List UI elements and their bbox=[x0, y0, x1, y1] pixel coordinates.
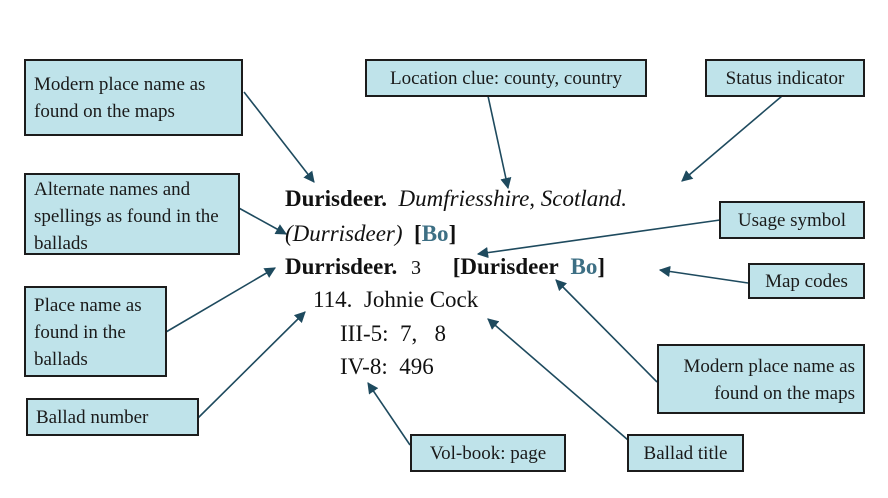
arrow-status-indicator bbox=[681, 95, 783, 182]
arrow-vol-book-page bbox=[367, 382, 411, 446]
arrow-ballad-number bbox=[197, 311, 306, 419]
arrow-location-clue bbox=[487, 95, 512, 190]
callout-ballad-title: Ballad title bbox=[627, 434, 744, 472]
entry-line-3: Durrisdeer. 3 [Durisdeer Bo] bbox=[285, 254, 605, 280]
modern-bracket-open: [ bbox=[452, 254, 461, 279]
modern-place-name: Durisdeer bbox=[460, 254, 559, 279]
callout-usage-symbol: Usage symbol bbox=[719, 201, 865, 239]
callout-ballad-number: Ballad number bbox=[26, 398, 199, 436]
arrow-modern-name-top bbox=[243, 91, 315, 183]
vol-book: III-5: bbox=[340, 321, 389, 346]
callout-location-clue: Location clue: county, country bbox=[365, 59, 647, 97]
callout-modern-name-top: Modern place name as found on the maps bbox=[24, 59, 243, 136]
vol-book: IV-8: bbox=[340, 354, 388, 379]
callout-alternate-names: Alternate names and spellings as found i… bbox=[24, 173, 240, 255]
ballad-title: Johnie Cock bbox=[363, 287, 479, 312]
arrow-place-name-ballads bbox=[165, 267, 276, 333]
ballad-number: 114. bbox=[313, 287, 353, 312]
callout-modern-name-bottom: Modern place name as found on the maps bbox=[657, 344, 865, 414]
headword: Durisdeer. bbox=[285, 186, 388, 211]
location-clue: Dumfriesshire, Scotland. bbox=[398, 186, 628, 211]
callout-place-name-ballads: Place name as found in the ballads bbox=[24, 286, 167, 377]
map-code-2: Bo bbox=[570, 254, 598, 279]
callout-vol-book-page: Vol-book: page bbox=[410, 434, 566, 472]
arrow-usage-symbol bbox=[476, 219, 721, 259]
arrow-ballad-title bbox=[487, 318, 629, 441]
pages: 7, 8 bbox=[400, 321, 447, 346]
callout-map-codes: Map codes bbox=[748, 263, 865, 299]
entry-line-2: (Durrisdeer) [Bo] bbox=[285, 221, 456, 247]
arrow-map-codes bbox=[658, 265, 749, 284]
usage-symbol: 3 bbox=[410, 257, 421, 279]
modern-bracket-close: ] bbox=[597, 254, 606, 279]
entry-ref-2: IV-8: 496 bbox=[340, 354, 434, 380]
ballad-place-name: Durrisdeer. bbox=[285, 254, 398, 279]
arrow-alternate-names bbox=[236, 206, 287, 235]
arrow-modern-name-bottom bbox=[555, 279, 658, 383]
entry-line-1: Durisdeer. Dumfriesshire, Scotland. bbox=[285, 186, 627, 212]
alternate-name: (Durrisdeer) bbox=[285, 221, 403, 246]
entry-line-4: 114. Johnie Cock bbox=[313, 287, 478, 313]
callout-status-indicator: Status indicator bbox=[705, 59, 865, 97]
entry-ref-1: III-5: 7, 8 bbox=[340, 321, 446, 347]
bracket-open: [ bbox=[414, 221, 422, 246]
pages: 496 bbox=[399, 354, 434, 379]
map-code: Bo bbox=[421, 221, 449, 246]
bracket-close: ] bbox=[448, 221, 457, 246]
